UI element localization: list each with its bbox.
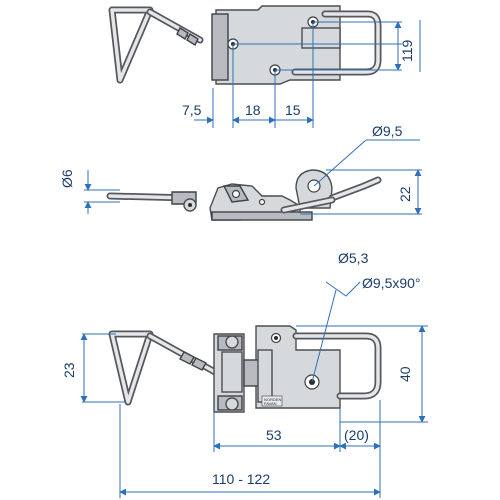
dim-offset-1: 7,5 [182,102,202,118]
stamp-line-2: FAVAN [264,401,277,406]
top-handle [108,6,204,84]
dim-countersink: Ø9,5x90° [362,275,421,291]
dim-hole-diameter: Ø9,5 [372,123,403,139]
dim-height-side: 22 [397,186,413,202]
stamp-line-1: NORDEN [264,397,281,402]
dim-hook-length: (20) [344,427,369,443]
dim-height-top: 119 [399,39,415,62]
dim-mount-spacing: 53 [266,427,282,443]
dim-offset-2: 18 [245,102,261,118]
dim-plate-height: 40 [397,366,413,382]
side-view: Ø6 Ø9,5 22 [59,123,422,221]
dim-hole-small: Ø5,3 [338,250,369,266]
bottom-view: NORDEN FAVAN Ø5,3 Ø9,5x90° 23 40 53 (20)… [61,250,428,498]
dim-total-length: 110 - 122 [212,471,270,487]
top-plate [211,5,382,85]
top-view: 119 7,5 18 15 [108,5,421,128]
dim-offset-3: 15 [285,102,301,118]
dim-loop-height: 23 [61,362,77,378]
dim-wire-diameter: Ø6 [59,169,75,188]
